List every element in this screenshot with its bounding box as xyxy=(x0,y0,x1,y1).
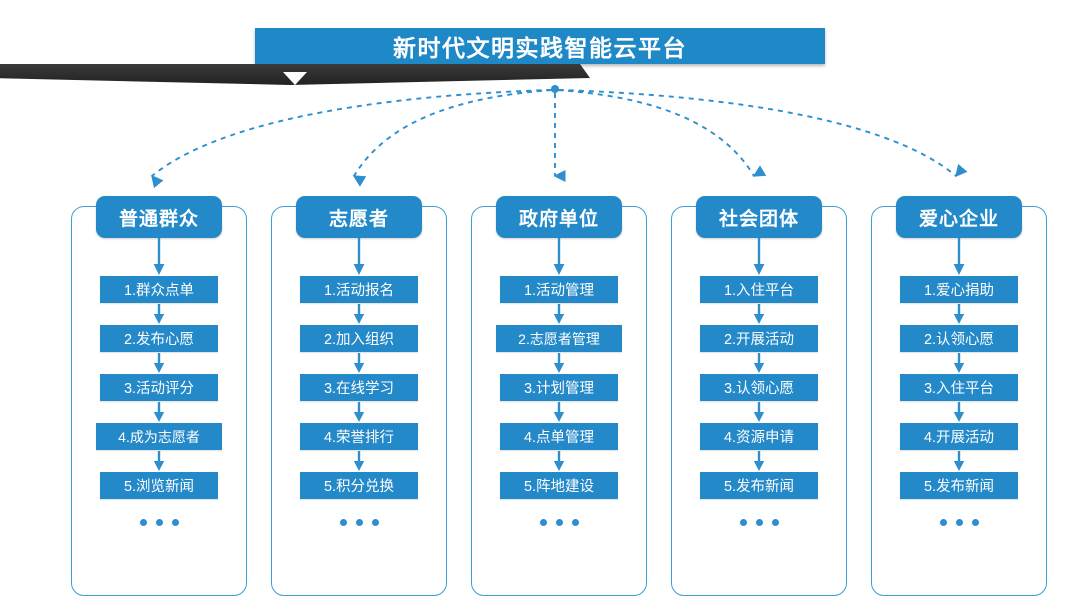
item-list-government: 1.活动管理 2.志愿者管理 3.计划管理 4.点单管理 5.阵地建设 xyxy=(471,276,647,526)
dot-icon xyxy=(155,519,163,526)
flow-item[interactable]: 1.入住平台 xyxy=(700,276,818,303)
arrow-down-icon xyxy=(152,352,166,374)
arrow-down-icon xyxy=(152,450,166,472)
ellipsis-indicator xyxy=(939,519,979,526)
dot-icon xyxy=(339,519,347,526)
column-header-government[interactable]: 政府单位 xyxy=(496,196,622,238)
flow-item[interactable]: 2.志愿者管理 xyxy=(496,325,622,352)
dot-icon xyxy=(355,519,363,526)
title-bar: 新时代文明实践智能云平台 xyxy=(255,28,825,64)
item-list-public: 1.群众点单 2.发布心愿 3.活动评分 4.成为志愿者 5.浏览新闻 xyxy=(71,276,247,526)
column-header-social-group[interactable]: 社会团体 xyxy=(696,196,822,238)
dot-icon xyxy=(771,519,779,526)
column-header-label: 政府单位 xyxy=(518,208,599,230)
arrow-down-icon xyxy=(352,401,366,423)
flow-item[interactable]: 2.开展活动 xyxy=(700,325,818,352)
page-title: 新时代文明实践智能云平台 xyxy=(393,35,687,61)
flow-item[interactable]: 3.在线学习 xyxy=(300,374,418,401)
ellipsis-indicator xyxy=(339,519,379,526)
column-header-label: 社会团体 xyxy=(718,208,799,230)
column-header-public[interactable]: 普通群众 xyxy=(96,196,222,238)
connector-to-volunteer xyxy=(352,89,553,187)
flow-item[interactable]: 3.认领心愿 xyxy=(700,374,818,401)
ellipsis-indicator xyxy=(139,519,179,526)
arrow-down-icon xyxy=(752,303,766,325)
dot-icon xyxy=(171,519,179,526)
arrow-down-icon xyxy=(152,401,166,423)
dot-icon xyxy=(939,519,947,526)
dot-icon xyxy=(371,519,379,526)
dot-icon xyxy=(571,519,579,526)
flow-item[interactable]: 4.成为志愿者 xyxy=(96,423,222,450)
banner-ribbon-tail xyxy=(0,64,590,85)
flow-item[interactable]: 2.发布心愿 xyxy=(100,325,218,352)
arrow-down-icon xyxy=(952,450,966,472)
flow-item[interactable]: 4.开展活动 xyxy=(900,423,1018,450)
arrow-down-icon xyxy=(352,303,366,325)
column-header-enterprise[interactable]: 爱心企业 xyxy=(896,196,1022,238)
connector-to-enterprise xyxy=(558,89,968,178)
arrow-down-icon xyxy=(752,352,766,374)
arrow-down-icon xyxy=(352,450,366,472)
arrow-down-icon xyxy=(552,303,566,325)
arrow-head-to-item-volunteer xyxy=(353,238,365,275)
column-header-label: 志愿者 xyxy=(328,208,389,230)
connector-to-social-group xyxy=(557,89,767,177)
connector-to-public xyxy=(151,89,552,189)
dot-icon xyxy=(955,519,963,526)
dot-icon xyxy=(555,519,563,526)
arrow-down-icon xyxy=(552,401,566,423)
flow-item[interactable]: 1.活动管理 xyxy=(500,276,618,303)
column-header-label: 普通群众 xyxy=(118,208,199,230)
flow-item[interactable]: 2.加入组织 xyxy=(300,325,418,352)
flow-item[interactable]: 5.浏览新闻 xyxy=(100,472,218,499)
arrow-down-icon xyxy=(152,303,166,325)
dot-icon xyxy=(755,519,763,526)
flow-item[interactable]: 5.积分兑换 xyxy=(300,472,418,499)
flow-item[interactable]: 5.阵地建设 xyxy=(500,472,618,499)
arrow-down-icon xyxy=(552,352,566,374)
arrow-head-to-item-social-group xyxy=(753,238,765,275)
arrow-down-icon xyxy=(952,352,966,374)
flow-item[interactable]: 3.计划管理 xyxy=(500,374,618,401)
flow-item[interactable]: 4.荣誉排行 xyxy=(300,423,418,450)
arrow-down-icon xyxy=(952,401,966,423)
dot-icon xyxy=(139,519,147,526)
flow-item[interactable]: 5.发布新闻 xyxy=(900,472,1018,499)
item-list-volunteer: 1.活动报名 2.加入组织 3.在线学习 4.荣誉排行 5.积分兑换 xyxy=(271,276,447,526)
flow-item[interactable]: 4.资源申请 xyxy=(700,423,818,450)
column-header-volunteer[interactable]: 志愿者 xyxy=(296,196,422,238)
hub-node xyxy=(551,85,559,93)
arrow-head-to-item-enterprise xyxy=(953,238,965,275)
ellipsis-indicator xyxy=(539,519,579,526)
arrow-head-to-item-government xyxy=(553,238,565,275)
arrow-down-icon xyxy=(752,450,766,472)
flow-item[interactable]: 4.点单管理 xyxy=(500,423,618,450)
platform-title-banner: 新时代文明实践智能云平台 xyxy=(255,28,825,64)
flow-item[interactable]: 3.活动评分 xyxy=(100,374,218,401)
arrow-down-icon xyxy=(352,352,366,374)
arrow-down-icon xyxy=(552,450,566,472)
arrow-head-to-item-public xyxy=(153,238,165,275)
item-list-enterprise: 1.爱心捐助 2.认领心愿 3.入住平台 4.开展活动 5.发布新闻 xyxy=(871,276,1047,526)
dot-icon xyxy=(739,519,747,526)
flow-item[interactable]: 1.活动报名 xyxy=(300,276,418,303)
flow-item[interactable]: 3.入住平台 xyxy=(900,374,1018,401)
ellipsis-indicator xyxy=(739,519,779,526)
flow-item[interactable]: 1.群众点单 xyxy=(100,276,218,303)
dot-icon xyxy=(971,519,979,526)
column-header-label: 爱心企业 xyxy=(918,208,999,230)
arrow-down-icon xyxy=(952,303,966,325)
item-list-social-group: 1.入住平台 2.开展活动 3.认领心愿 4.资源申请 5.发布新闻 xyxy=(671,276,847,526)
arrow-down-icon xyxy=(752,401,766,423)
flow-item[interactable]: 1.爱心捐助 xyxy=(900,276,1018,303)
flow-item[interactable]: 5.发布新闻 xyxy=(700,472,818,499)
dot-icon xyxy=(539,519,547,526)
flow-item[interactable]: 2.认领心愿 xyxy=(900,325,1018,352)
